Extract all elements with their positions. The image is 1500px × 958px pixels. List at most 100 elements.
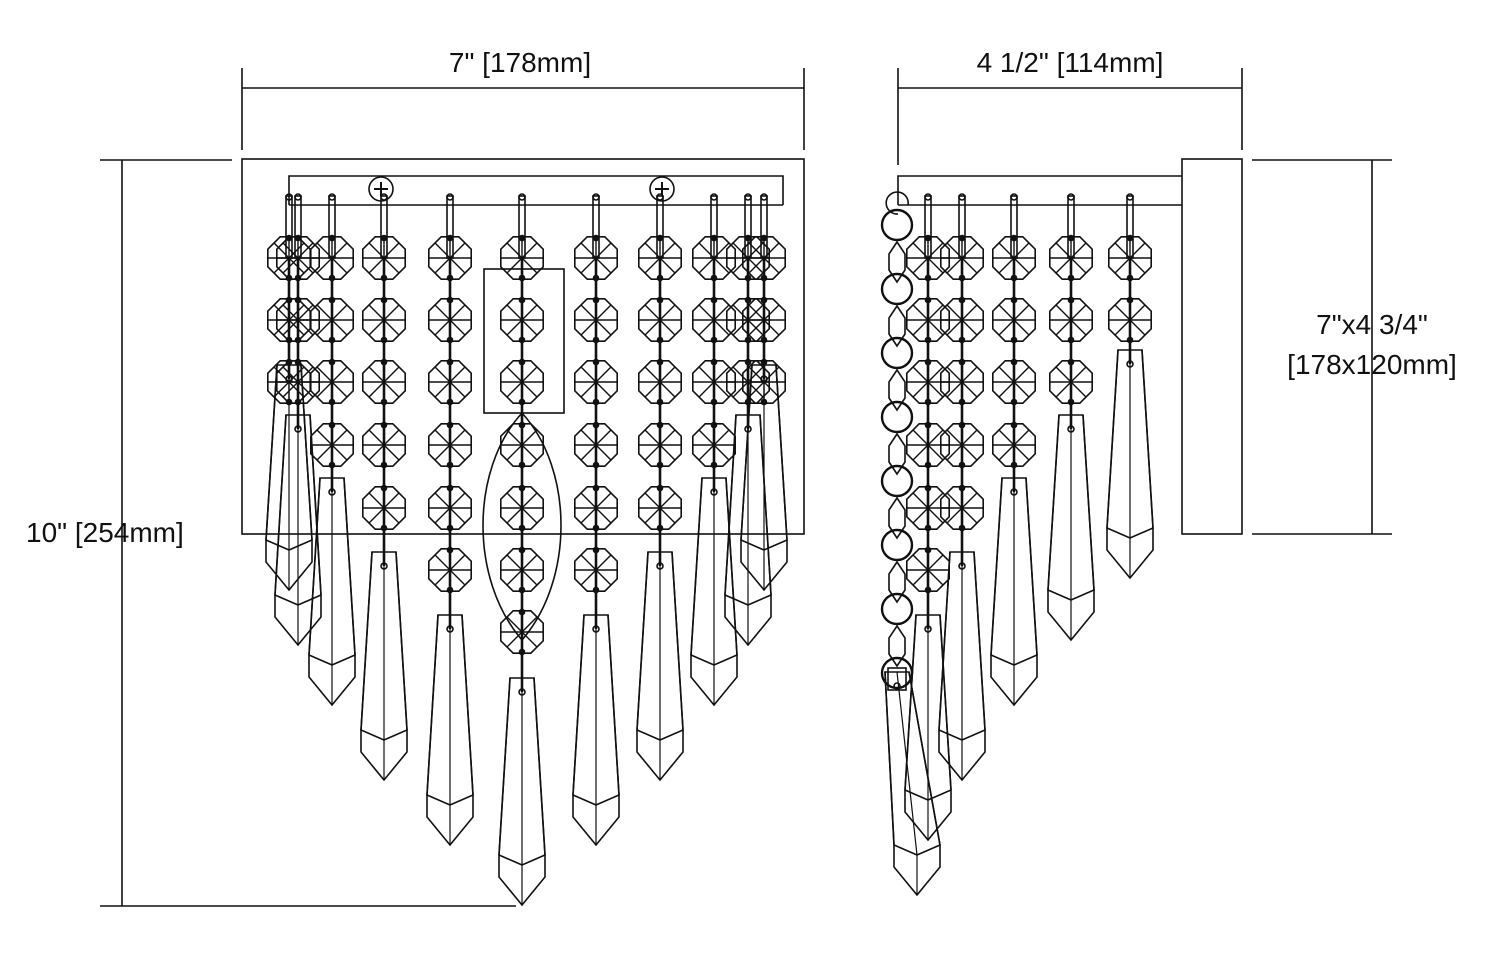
- facet-line: [946, 492, 978, 524]
- link-dot: [518, 398, 526, 406]
- crystal-pendant: [1106, 349, 1154, 580]
- link-dot: [924, 484, 932, 492]
- link-dot: [380, 484, 388, 492]
- link-dot: [710, 234, 718, 242]
- crystal-pendant: [308, 477, 356, 707]
- facet-line: [368, 429, 400, 461]
- facet-line: [698, 429, 730, 461]
- chain-ring: [880, 208, 914, 242]
- facet-line: [644, 492, 676, 524]
- link-dot: [518, 484, 526, 492]
- link-dot: [924, 461, 932, 469]
- pendant-hook: [380, 562, 388, 570]
- link-dot: [760, 296, 768, 304]
- link-dot: [380, 461, 388, 469]
- link-dot: [1067, 358, 1075, 366]
- crystal-octagon: [939, 422, 985, 468]
- backplate-side-outline: [1181, 158, 1243, 535]
- link-dot: [1126, 274, 1134, 282]
- crystal-pendant: [884, 671, 941, 897]
- link-dot: [744, 296, 752, 304]
- link-dot: [744, 234, 752, 242]
- front-crystal-strand: [360, 193, 408, 782]
- facet-line: [644, 242, 676, 274]
- link-dot: [656, 461, 664, 469]
- link-dot: [1067, 274, 1075, 282]
- hook-eye: [958, 193, 966, 201]
- pendant-facet: [896, 671, 918, 856]
- link-dot: [446, 296, 454, 304]
- facet-line: [316, 242, 348, 274]
- link-dot: [924, 586, 932, 594]
- canopy-plate: [483, 268, 565, 414]
- facet-line: [506, 242, 538, 274]
- link-dot: [592, 484, 600, 492]
- link-dot: [380, 421, 388, 429]
- hook-eye: [656, 193, 664, 201]
- facet-line: [946, 429, 978, 461]
- link-dot: [592, 461, 600, 469]
- facet-line: [434, 429, 466, 461]
- front-crystal-strand: [572, 193, 620, 847]
- link-dot: [380, 234, 388, 242]
- link-dot: [518, 234, 526, 242]
- pendant-hook: [592, 625, 600, 633]
- mounting-bar-side: [897, 175, 1182, 205]
- link-dot: [760, 274, 768, 282]
- crystal-octagon: [573, 547, 619, 593]
- link-dot: [328, 398, 336, 406]
- side-crystal-strand: [904, 193, 952, 842]
- side-depth-label: 4 1/2" [114mm]: [976, 47, 1164, 78]
- crystal-octagon: [1049, 236, 1093, 281]
- crystal-octagon: [905, 547, 951, 593]
- chain-ring: [880, 400, 914, 434]
- link-dot: [294, 234, 302, 242]
- link-dot: [518, 608, 526, 616]
- crystal-octagon: [499, 485, 545, 531]
- crystal-octagon: [939, 297, 985, 343]
- link-dot: [924, 336, 932, 344]
- facet-line: [580, 554, 612, 586]
- crystal-octagon: [499, 236, 545, 281]
- crystal-octagon: [499, 422, 545, 468]
- link-dot: [958, 461, 966, 469]
- facet-line: [998, 366, 1030, 398]
- facet-line: [316, 304, 348, 336]
- link-dot: [380, 296, 388, 304]
- facet-line: [506, 616, 538, 648]
- hook-eye: [924, 193, 932, 201]
- pendant-hook: [1126, 360, 1134, 368]
- backplate-size-label-1: 7"x4 3/4": [1316, 309, 1428, 340]
- facet-line: [1114, 304, 1146, 336]
- front-crystal-strand: [426, 193, 474, 847]
- crystal-octagon: [573, 485, 619, 531]
- link-dot: [1010, 296, 1018, 304]
- pendant-hook: [760, 375, 768, 383]
- facet-line: [434, 492, 466, 524]
- link-dot: [328, 234, 336, 242]
- link-dot: [958, 398, 966, 406]
- hook-eye: [710, 193, 718, 201]
- link-dot: [592, 546, 600, 554]
- link-dot: [592, 234, 600, 242]
- link-dot: [1067, 336, 1075, 344]
- link-dot: [958, 421, 966, 429]
- link-dot: [958, 274, 966, 282]
- link-dot: [518, 358, 526, 366]
- facet-line: [506, 554, 538, 586]
- link-dot: [380, 358, 388, 366]
- hook-eye: [760, 193, 768, 201]
- link-dot: [1010, 398, 1018, 406]
- front-crystal-strand: [690, 193, 738, 707]
- crystal-pendant: [572, 614, 620, 847]
- link-dot: [328, 461, 336, 469]
- link-dot: [446, 484, 454, 492]
- backplate-size-label-2: [178x120mm]: [1287, 349, 1457, 380]
- link-dot: [924, 296, 932, 304]
- link-dot: [518, 586, 526, 594]
- facet-line: [698, 304, 730, 336]
- link-dot: [518, 274, 526, 282]
- hook-eye: [380, 193, 388, 201]
- facet-line: [998, 242, 1030, 274]
